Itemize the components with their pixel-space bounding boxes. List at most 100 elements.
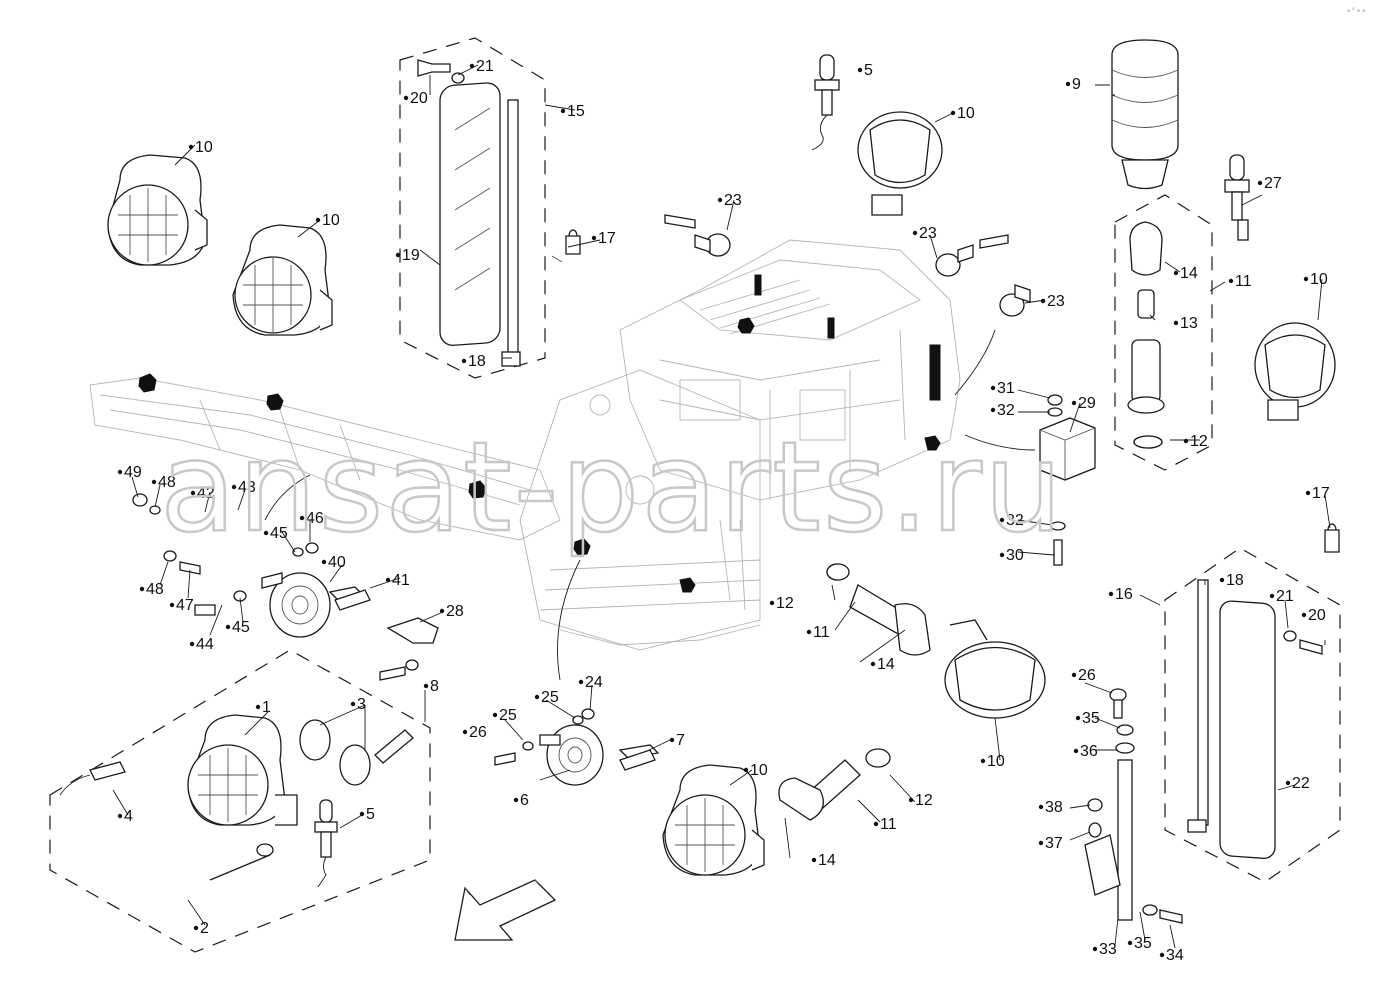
callout-31: 31: [997, 380, 1015, 397]
callout-dot: [560, 108, 566, 114]
callout-7: 7: [676, 732, 685, 749]
callout-dot: [139, 586, 145, 592]
callout-12-b: 12: [776, 595, 794, 612]
callout-dot: [1173, 270, 1179, 276]
callout-dot: [999, 517, 1005, 523]
connector-4: [59, 761, 126, 796]
callout-9: 9: [1072, 76, 1081, 93]
lamp-holder-23-b: [935, 234, 1009, 277]
group-frame-15: [399, 37, 546, 379]
callout-40: 40: [328, 554, 346, 571]
callout-dot: [1159, 952, 1165, 958]
callout-24: 24: [585, 674, 603, 691]
lamp-mount-group-11: [1127, 221, 1165, 449]
callout-2: 2: [200, 920, 209, 937]
callout-dot: [385, 577, 391, 583]
callout-33: 33: [1099, 941, 1117, 958]
mirror-assembly-bottom: [1187, 523, 1340, 859]
callout-dot: [1075, 715, 1081, 721]
callout-dot: [908, 797, 914, 803]
callout-dot: [189, 641, 195, 647]
callout-18-b: 18: [1226, 572, 1244, 589]
mirror-assembly-top: [417, 59, 581, 367]
bulb-right: [1224, 154, 1250, 241]
work-lamp-bottom-center: [662, 764, 765, 876]
callout-8: 8: [430, 678, 439, 695]
bracket-29: [826, 394, 1163, 581]
callout-37: 37: [1045, 835, 1063, 852]
callout-10-d: 10: [1310, 271, 1328, 288]
callout-dot: [1301, 612, 1307, 618]
callout-dot: [1285, 780, 1291, 786]
lamp-mount-bottom-11: [778, 748, 891, 821]
callout-45-a: 45: [270, 525, 288, 542]
callout-dot: [1038, 804, 1044, 810]
corner-mark: •°••: [1346, 7, 1366, 17]
callout-17-b: 17: [1312, 485, 1330, 502]
callout-dot: [225, 624, 231, 630]
callout-11-c: 11: [880, 816, 897, 833]
callout-dot: [1257, 180, 1263, 186]
callout-dot: [193, 925, 199, 931]
callout-dot: [315, 217, 321, 223]
callout-10-c: 10: [957, 105, 975, 122]
work-lamp-right: [1254, 322, 1336, 421]
group-frame-11: [1114, 194, 1213, 471]
callout-dot: [717, 197, 723, 203]
callout-38: 38: [1045, 799, 1063, 816]
callout-10-b: 10: [322, 212, 340, 229]
callout-20-b: 20: [1308, 607, 1326, 624]
callout-dot: [990, 385, 996, 391]
bracket-28: [379, 617, 439, 681]
group-frame-8: [49, 649, 431, 953]
callout-dot: [950, 110, 956, 116]
callout-23-b: 23: [919, 225, 937, 242]
lamp-holder-23-c: [999, 284, 1031, 317]
callout-dot: [263, 530, 269, 536]
callout-dot: [513, 797, 519, 803]
callout-dot: [439, 608, 445, 614]
horn-center: [494, 708, 660, 786]
callout-dot: [1040, 298, 1046, 304]
connector-7: [619, 749, 656, 771]
callout-dot: [190, 490, 196, 496]
callout-47: 47: [176, 597, 194, 614]
callout-3: 3: [357, 696, 366, 713]
callouts: 1 2 3 4 5 5 6 7 8 9 10 10 10 10 10 10 11…: [112, 58, 1331, 964]
callout-23-a: 23: [724, 192, 742, 209]
bulb-group-8: [314, 799, 338, 888]
callout-dot: [534, 694, 540, 700]
callout-dot: [870, 661, 876, 667]
callout-4: 4: [124, 808, 133, 825]
callout-28: 28: [446, 603, 464, 620]
callout-dot: [462, 729, 468, 735]
callout-dot: [492, 712, 498, 718]
callout-dot: [769, 600, 775, 606]
callout-14-c: 14: [818, 852, 836, 869]
connector-41: [334, 589, 371, 611]
callout-dot: [1092, 946, 1098, 952]
callout-26-a: 26: [469, 724, 487, 741]
callout-dot: [873, 821, 879, 827]
callout-29: 29: [1078, 395, 1096, 412]
callout-dot: [811, 857, 817, 863]
callout-44: 44: [196, 636, 214, 653]
callout-dot: [1108, 591, 1114, 597]
callout-49: 49: [124, 464, 142, 481]
work-lamp-left-2: [232, 224, 333, 336]
callout-dot: [359, 811, 365, 817]
callout-21-a: 21: [476, 58, 494, 75]
callout-12-a: 12: [1190, 433, 1208, 450]
callout-dot: [669, 737, 675, 743]
work-lamp-bottom-right: [944, 619, 1046, 719]
callout-dot: [188, 144, 194, 150]
watermark: ansat-parts.ru: [160, 416, 1064, 560]
callout-19: 19: [402, 247, 420, 264]
callout-dot: [117, 469, 123, 475]
callout-dot: [806, 629, 812, 635]
callout-dot: [403, 95, 409, 101]
callout-18-a: 18: [468, 353, 486, 370]
callout-46: 46: [306, 510, 324, 527]
callout-dot: [231, 484, 237, 490]
callout-48-a: 48: [158, 474, 176, 491]
